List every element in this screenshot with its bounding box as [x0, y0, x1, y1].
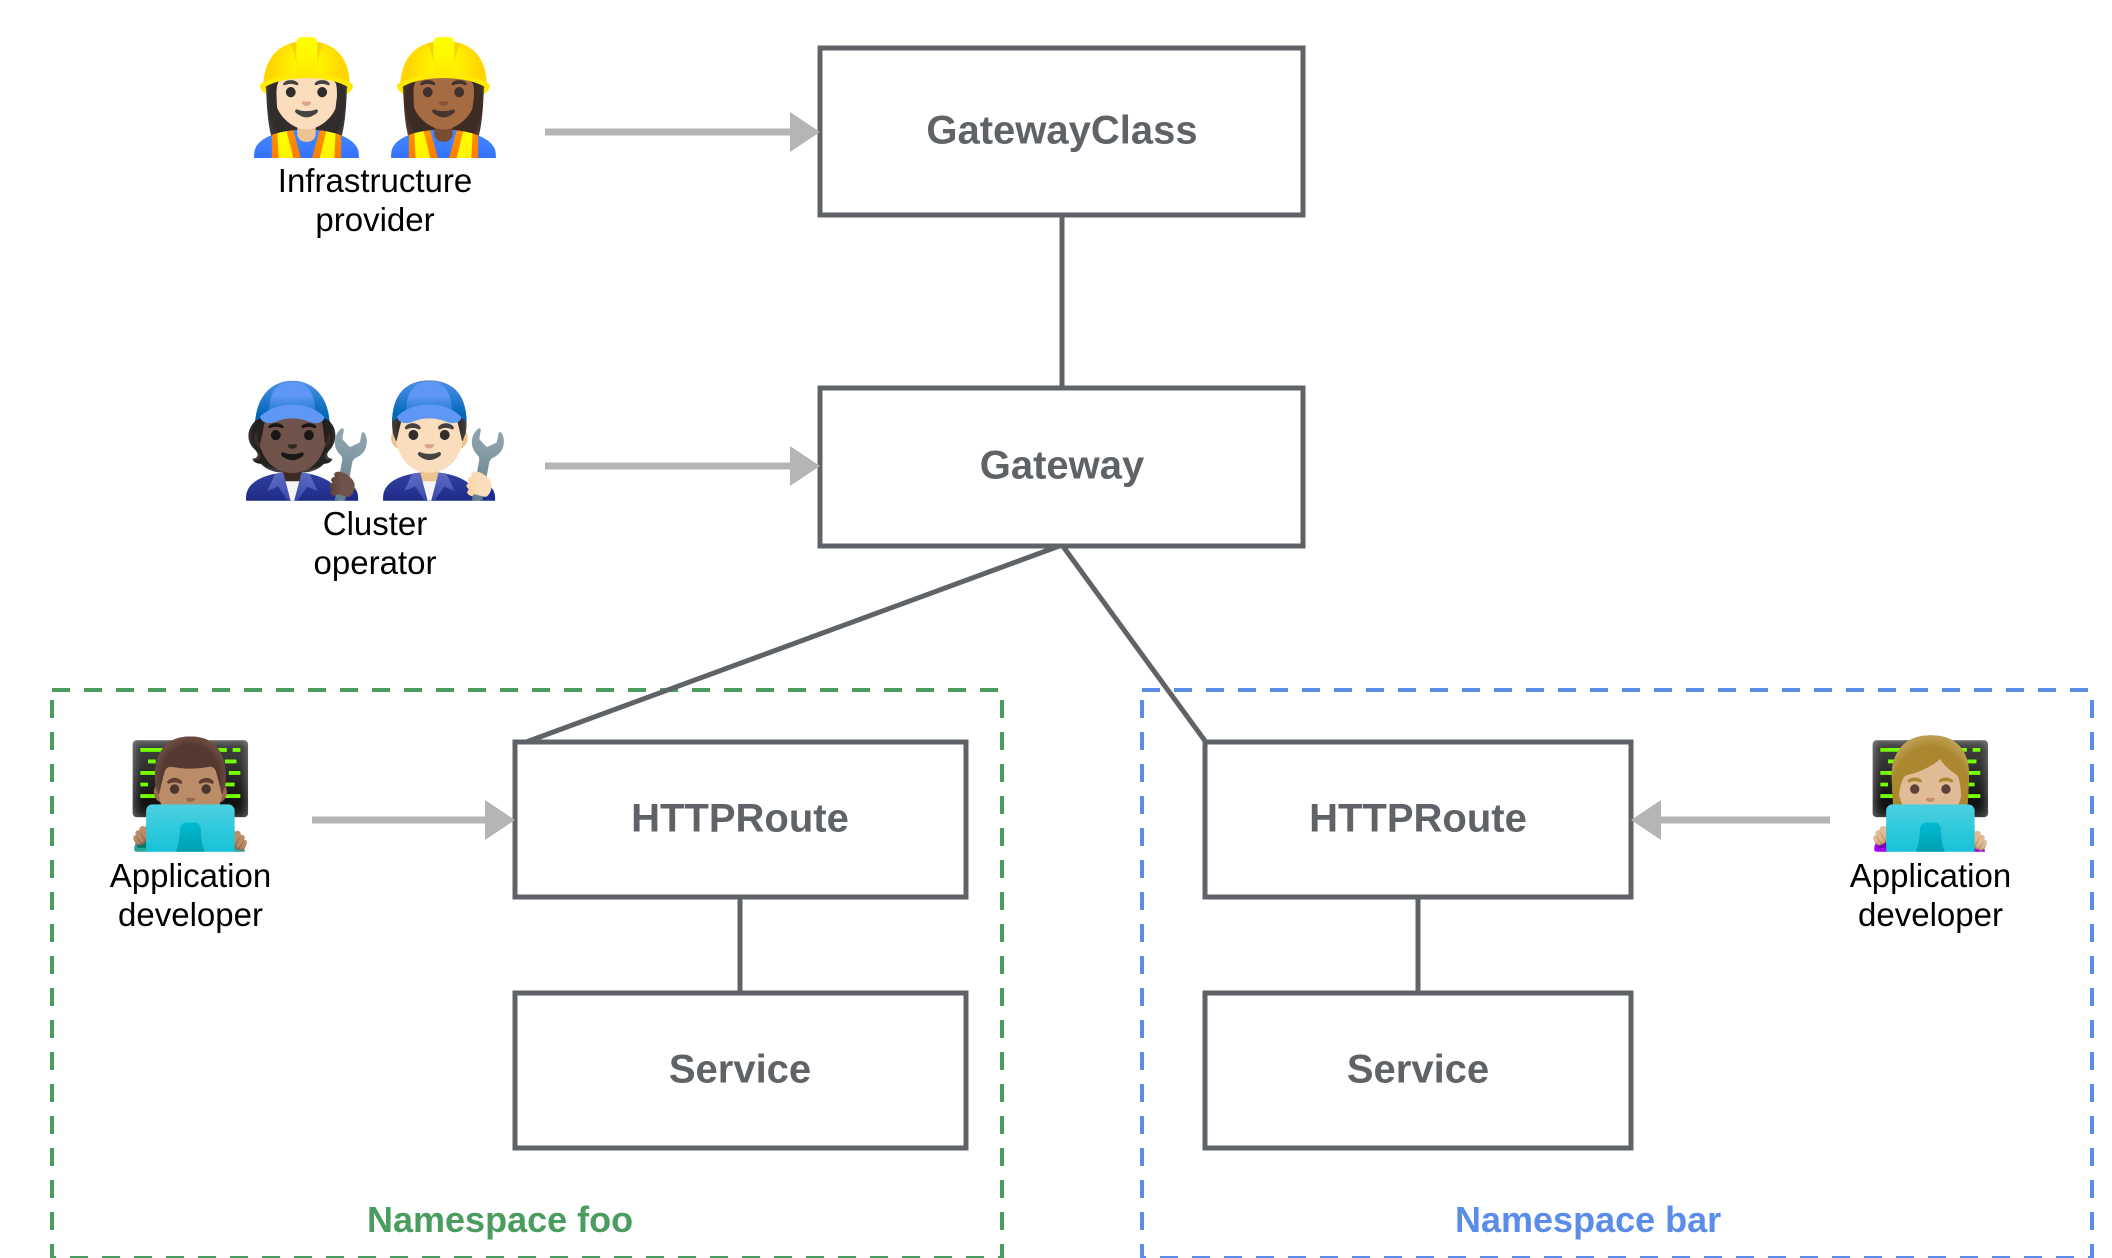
- mechanic-icon: 🧑🏿‍🔧👨🏻‍🔧: [238, 376, 512, 504]
- node-httproute-foo-label: HTTPRoute: [631, 797, 849, 841]
- node-gateway[interactable]: Gateway: [817, 385, 1306, 549]
- arrow-application-developer-bar: [1631, 800, 1830, 840]
- node-httproute-bar[interactable]: HTTPRoute: [1202, 739, 1634, 900]
- edge-gateway-httproute-bar: [1059, 543, 1211, 747]
- man-technologist-icon: 👨🏽‍💻: [125, 733, 256, 855]
- woman-construction-worker-icon: 👷🏻‍♀️👷🏾‍♀️: [238, 33, 512, 161]
- node-gatewayclass[interactable]: GatewayClass: [817, 45, 1306, 218]
- woman-technologist-icon: 👩🏼‍💻: [1865, 733, 1996, 855]
- arrow-application-developer-foo: [312, 800, 515, 840]
- node-service-bar-label: Service: [1347, 1048, 1489, 1092]
- actor-application-developer-foo-caption: Application developer: [109, 857, 272, 933]
- node-service-foo-label: Service: [669, 1048, 811, 1092]
- node-gateway-label: Gateway: [980, 444, 1145, 488]
- arrow-infrastructure-provider: [545, 112, 820, 152]
- namespace-bar-container: [1140, 688, 2094, 1258]
- arrow-cluster-operator: [545, 446, 820, 486]
- node-httproute-bar-label: HTTPRoute: [1309, 797, 1527, 841]
- actor-application-developer-foo: 👨🏽‍💻 Application developer: [98, 742, 283, 934]
- node-service-foo[interactable]: Service: [512, 990, 969, 1151]
- namespace-foo-container: [50, 688, 1004, 1258]
- actor-cluster-operator-caption: Cluster operator: [313, 505, 437, 581]
- actor-infrastructure-provider: 👷🏻‍♀️👷🏾‍♀️ Infrastructure provider: [230, 42, 520, 239]
- edge-gateway-httproute-foo: [517, 542, 1063, 748]
- namespace-foo-label: Namespace foo: [367, 1199, 633, 1240]
- node-gatewayclass-label: GatewayClass: [926, 109, 1197, 153]
- node-httproute-foo[interactable]: HTTPRoute: [512, 739, 969, 900]
- namespace-bar-label: Namespace bar: [1455, 1199, 1721, 1240]
- actor-application-developer-bar-caption: Application developer: [1849, 857, 2012, 933]
- node-service-bar[interactable]: Service: [1202, 990, 1634, 1151]
- actor-cluster-operator: 🧑🏿‍🔧👨🏻‍🔧 Cluster operator: [230, 385, 520, 582]
- actor-application-developer-bar: 👩🏼‍💻 Application developer: [1838, 742, 2023, 934]
- actor-infrastructure-provider-caption: Infrastructure provider: [277, 162, 473, 238]
